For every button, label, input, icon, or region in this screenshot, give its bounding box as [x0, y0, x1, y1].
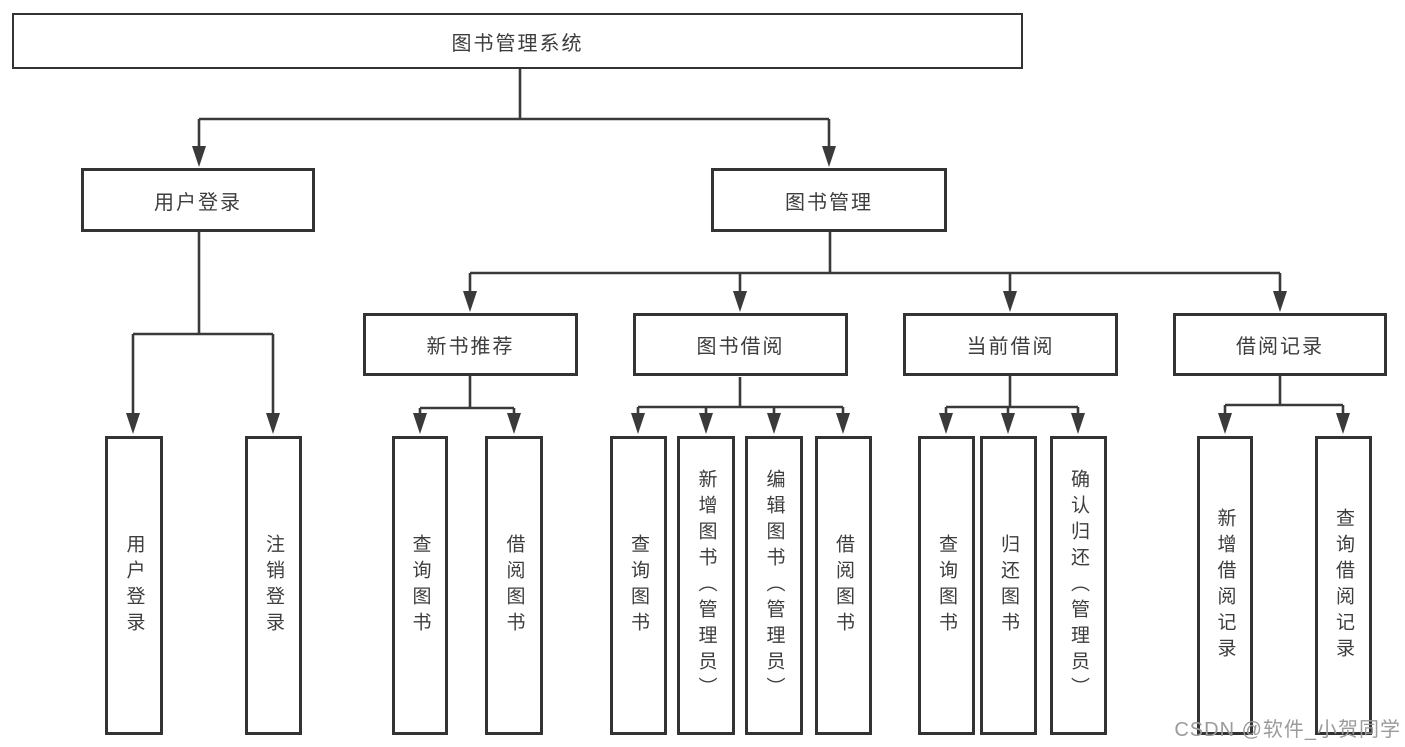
- node-book-management: 图书管理: [711, 168, 947, 232]
- arrowhead-current-borrow: [1003, 291, 1017, 312]
- arrowhead-user-login: [192, 146, 206, 167]
- node-leaf-add-books-label: 新增图书（管理员）: [695, 468, 717, 703]
- arrowhead-book-management: [822, 146, 836, 167]
- node-root: 图书管理系统: [12, 13, 1023, 69]
- node-leaf-query-books-2-label: 查询图书: [628, 533, 649, 638]
- node-leaf-confirm-return: 确认归还（管理员）: [1050, 436, 1107, 735]
- node-leaf-logout-label: 注销登录: [263, 533, 284, 638]
- connector-book-management-to-level3: [468, 232, 1282, 297]
- node-root-label: 图书管理系统: [451, 32, 584, 55]
- connector-current-borrow-to-leaves: [944, 376, 1080, 419]
- node-leaf-query-borrow-record: 查询借阅记录: [1315, 436, 1372, 735]
- node-leaf-query-books-3-label: 查询图书: [936, 533, 957, 638]
- arrowhead-leaf-borrow-books-2: [836, 413, 850, 434]
- node-leaf-add-borrow-record: 新增借阅记录: [1197, 436, 1253, 735]
- node-leaf-edit-books-label: 编辑图书（管理员）: [763, 468, 785, 703]
- arrowhead-leaf-user-login: [126, 413, 140, 434]
- node-borrow-records-label: 借阅记录: [1236, 336, 1324, 358]
- node-user-login: 用户登录: [81, 168, 315, 232]
- connector-borrow-records-to-leaves: [1223, 376, 1345, 419]
- arrowheads: [126, 146, 1350, 434]
- node-borrow-records: 借阅记录: [1173, 313, 1387, 376]
- node-new-book-recommend: 新书推荐: [363, 313, 578, 376]
- arrowhead-new-book-recommend: [463, 291, 477, 312]
- node-leaf-borrow-books-1-label: 借阅图书: [503, 533, 525, 638]
- node-leaf-query-borrow-record-label: 查询借阅记录: [1333, 507, 1354, 664]
- arrowhead-leaf-query-borrow-record: [1336, 413, 1350, 434]
- arrowhead-leaf-confirm-return: [1071, 413, 1085, 434]
- arrowhead-leaf-add-books: [699, 413, 713, 434]
- node-leaf-add-borrow-record-label: 新增借阅记录: [1214, 507, 1236, 664]
- node-leaf-logout: 注销登录: [245, 436, 302, 735]
- node-leaf-user-login-label: 用户登录: [123, 533, 145, 638]
- connector-root-to-level2: [197, 68, 831, 152]
- arrowhead-leaf-query-books-2: [631, 413, 645, 434]
- arrowhead-leaf-logout: [266, 413, 280, 434]
- node-leaf-borrow-books-1: 借阅图书: [485, 436, 543, 735]
- node-leaf-query-books-3: 查询图书: [918, 436, 975, 735]
- arrowhead-borrow-records: [1273, 291, 1287, 312]
- connector-user-login-to-leaves: [131, 232, 275, 419]
- node-leaf-return-books-label: 归还图书: [998, 533, 1019, 638]
- arrowhead-book-borrow: [733, 291, 747, 312]
- node-book-borrow: 图书借阅: [633, 313, 848, 376]
- node-leaf-query-books-1-label: 查询图书: [409, 533, 431, 638]
- node-leaf-query-books-2: 查询图书: [610, 436, 667, 735]
- arrowhead-leaf-query-books-3: [939, 413, 953, 434]
- node-current-borrow: 当前借阅: [903, 313, 1118, 376]
- node-user-login-label: 用户登录: [154, 191, 242, 214]
- node-leaf-query-books-1: 查询图书: [392, 436, 448, 735]
- connector-book-borrow-to-leaves: [636, 377, 845, 419]
- node-leaf-user-login: 用户登录: [105, 436, 163, 735]
- arrowhead-leaf-add-borrow-record: [1218, 413, 1232, 434]
- arrowhead-leaf-edit-books: [767, 413, 781, 434]
- node-leaf-confirm-return-label: 确认归还（管理员）: [1068, 468, 1089, 703]
- csdn-watermark: CSDN @软件_小贺同学: [1174, 719, 1401, 741]
- node-current-borrow-label: 当前借阅: [966, 336, 1055, 358]
- node-book-management-label: 图书管理: [785, 191, 873, 214]
- node-book-borrow-label: 图书借阅: [696, 336, 785, 358]
- arrowhead-leaf-query-books-1: [413, 413, 427, 434]
- arrowhead-leaf-return-books: [1001, 413, 1015, 434]
- node-leaf-borrow-books-2-label: 借阅图书: [833, 533, 854, 638]
- connector-new-book-recommend-to-leaves: [418, 376, 516, 419]
- node-leaf-borrow-books-2: 借阅图书: [815, 436, 872, 735]
- node-leaf-edit-books: 编辑图书（管理员）: [745, 436, 803, 735]
- node-leaf-return-books: 归还图书: [980, 436, 1037, 735]
- node-new-book-recommend-label: 新书推荐: [426, 336, 515, 358]
- arrowhead-leaf-borrow-books-1: [507, 413, 521, 434]
- node-leaf-add-books: 新增图书（管理员）: [677, 436, 735, 735]
